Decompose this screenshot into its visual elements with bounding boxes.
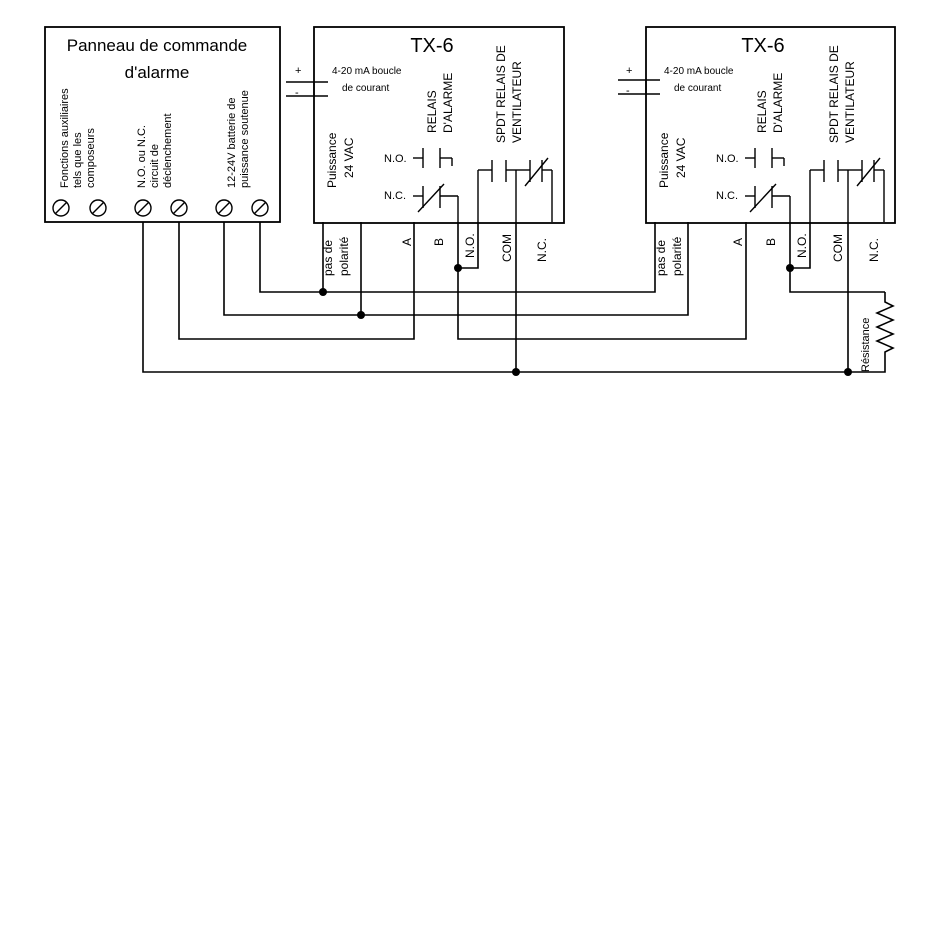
tx6-2-terminal-a: A	[731, 238, 745, 246]
tx6-1-power-line-2: 24 VAC	[342, 137, 356, 178]
alarm-relay-no-contact-icon	[413, 148, 453, 168]
junction-dot	[357, 311, 365, 319]
tx6-1-polarity-line-2: polarité	[337, 236, 351, 276]
tx6-1-title: TX-6	[410, 35, 453, 57]
tx6-2-polarity-line-1: pas de	[654, 240, 668, 276]
aux-label-line-2: tels que les	[72, 132, 84, 188]
tx6-1-terminal-com: COM	[500, 234, 514, 262]
junction-dot	[319, 288, 327, 296]
tx6-1-plus: +	[295, 65, 301, 77]
tx6-2-loop-line-1: 4-20 mA boucle	[664, 66, 734, 77]
tx6-2-terminal-no: N.O.	[795, 233, 809, 258]
tx6-2-fan-relay-line-1: SPDT RELAIS DE	[827, 45, 841, 143]
tx6-1-fan-relay-line-1: SPDT RELAIS DE	[494, 45, 508, 143]
fan-relay-no-contact-icon	[809, 160, 854, 222]
screw-terminal-icon	[89, 199, 107, 217]
panel-outline	[44, 26, 281, 223]
tx6-2-nc-label: N.C.	[716, 190, 738, 202]
tx6-2-outline	[645, 26, 896, 224]
tx6-2-terminal-com: COM	[831, 234, 845, 262]
tx6-2-alarm-relay-line-2: D'ALARME	[771, 73, 785, 133]
tx6-2-loop-line-2: de courant	[674, 83, 721, 94]
screw-terminal-icon	[134, 199, 152, 217]
screw-terminal-icon	[251, 199, 269, 217]
trigger-label-line-3: déclenchement	[162, 113, 174, 188]
wire-trigger-to-a1	[178, 222, 415, 340]
tx6-1-terminal-a: A	[400, 238, 414, 246]
tx6-2-power-line-1: Puissance	[657, 132, 671, 188]
tx6-2-power-line-2: 24 VAC	[674, 137, 688, 178]
tx6-2-title: TX-6	[741, 35, 784, 57]
wire-no1-link	[458, 222, 479, 269]
panel-title-line-1: Panneau de commande	[67, 36, 248, 55]
resistor-icon	[850, 292, 895, 373]
battery-label-line-2: puissance soutenue	[239, 90, 251, 188]
screw-terminal-icon	[52, 199, 70, 217]
fan-relay-nc-contact-icon	[515, 157, 553, 222]
tx6-1-terminal-nc: N.C.	[535, 238, 549, 262]
tx6-2-polarity-line-2: polarité	[670, 236, 684, 276]
aux-label-line-3: composeurs	[85, 128, 97, 188]
current-loop-terminal-icon	[618, 79, 660, 95]
wire-b2-to-resistor	[789, 222, 885, 293]
resistor-label: Résistance	[860, 318, 872, 372]
tx6-2-alarm-relay-line-1: RELAIS	[755, 90, 769, 133]
tx6-1-no-label: N.O.	[384, 153, 407, 165]
tx6-1-terminal-no: N.O.	[463, 233, 477, 258]
screw-terminal-icon	[170, 199, 188, 217]
wire-no2-link	[790, 222, 811, 269]
tx6-2-plus: +	[626, 65, 632, 77]
wiring: Résistance	[142, 222, 895, 376]
tx6-1-loop-line-1: 4-20 mA boucle	[332, 66, 402, 77]
fan-relay-nc-contact-icon	[847, 157, 885, 222]
tx6-1-loop-line-2: de courant	[342, 83, 389, 94]
junction-dot	[512, 368, 520, 376]
tx6-1-outline	[313, 26, 565, 224]
tx6-2-fan-relay-line-2: VENTILATEUR	[843, 61, 857, 143]
wire-battery-bus-1	[223, 222, 689, 316]
junction-dot	[786, 264, 794, 272]
tx6-1-alarm-relay-line-2: D'ALARME	[441, 73, 455, 133]
tx6-1-nc-label: N.C.	[384, 190, 406, 202]
tx6-2-terminal-nc: N.C.	[867, 238, 881, 262]
tx6-1-minus: -	[295, 87, 299, 99]
aux-label-line-1: Fonctions auxiliaires	[59, 88, 71, 188]
tx6-1-fan-relay-line-2: VENTILATEUR	[510, 61, 524, 143]
fan-relay-no-contact-icon	[477, 160, 522, 222]
current-loop-terminal-icon	[286, 81, 328, 97]
tx6-1-terminal-b: B	[432, 238, 446, 246]
tx6-1-polarity-line-1: pas de	[321, 240, 335, 276]
tx6-1-alarm-relay-line-1: RELAIS	[425, 90, 439, 133]
tx6-unit-2: TX-6 + - 4-20 mA boucle de courant Puiss…	[618, 26, 896, 276]
alarm-control-panel: Panneau de commande d'alarme Fonctions a…	[44, 26, 281, 223]
junction-dot	[454, 264, 462, 272]
trigger-label-line-1: N.O. ou N.C.	[136, 125, 148, 188]
tx6-2-terminal-b: B	[764, 238, 778, 246]
alarm-relay-no-contact-icon	[745, 148, 785, 168]
panel-terminal-label-battery: 12-24V batterie de puissance soutenue	[226, 90, 251, 188]
junction-dot	[844, 368, 852, 376]
panel-terminal-label-aux: Fonctions auxiliaires tels que les compo…	[59, 88, 97, 188]
tx6-2-no-label: N.O.	[716, 153, 739, 165]
tx6-2-minus: -	[626, 85, 630, 97]
battery-label-line-1: 12-24V batterie de	[226, 97, 238, 188]
tx6-unit-1: TX-6 + - 4-20 mA boucle de courant Puiss…	[286, 26, 565, 276]
alarm-relay-nc-contact-icon	[745, 183, 791, 222]
panel-terminal-label-trigger: N.O. ou N.C. circuit de déclenchement	[136, 113, 174, 188]
wire-b1-to-a2	[457, 222, 747, 340]
panel-title-line-2: d'alarme	[125, 63, 190, 82]
wire-trigger-bus	[142, 222, 850, 373]
trigger-label-line-2: circuit de	[149, 144, 161, 188]
alarm-relay-nc-contact-icon	[413, 183, 459, 222]
screw-terminal-icon	[215, 199, 233, 217]
tx6-1-power-line-1: Puissance	[325, 132, 339, 188]
